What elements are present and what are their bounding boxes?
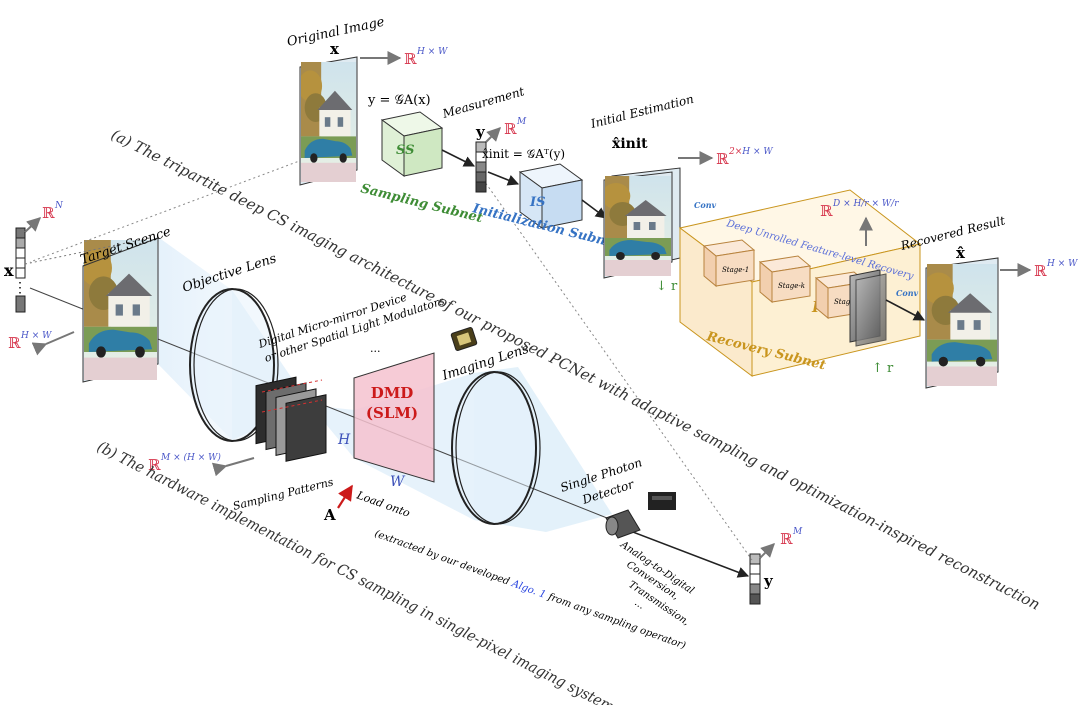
load-arrow xyxy=(337,484,353,509)
target-scene-image xyxy=(82,237,159,383)
xinit-symbol: x̂init xyxy=(612,136,648,152)
ss-label: SS xyxy=(396,143,415,158)
sampling-patterns-label: Sampling Patterns xyxy=(232,475,335,513)
net-x-real: ℝ xyxy=(404,50,417,68)
algo-link[interactable]: Algo. 1 xyxy=(509,578,547,601)
dmd-w-label: W xyxy=(390,474,406,490)
stage-K-label: Stage-K xyxy=(834,298,863,306)
dmd-h-label: H xyxy=(337,432,351,448)
hw-y-symbol: y xyxy=(763,572,774,590)
hw-rm-sup: M xyxy=(792,527,803,537)
extracted-prefix: (extracted by our developed xyxy=(373,528,511,587)
stage-boxes: Stage-1 Stage-k Stage-K xyxy=(702,239,868,320)
is-cube: IS xyxy=(518,163,584,229)
detector-output-axis xyxy=(611,523,750,578)
hardware-section: DMD (SLM) H W xyxy=(4,201,803,652)
net-xinit-sup: 2×H × W xyxy=(728,147,773,157)
net-xinit-sup-rest: H × W xyxy=(741,147,773,157)
hw-rn-sup: N xyxy=(54,201,64,211)
extracted-suffix: from any sampling operator) xyxy=(545,591,687,652)
initial-estimation-label: Initial Estimation xyxy=(588,92,695,131)
stage-k-label: Stage-k xyxy=(778,282,805,290)
objective-lens xyxy=(189,288,279,442)
net-y-sup: M xyxy=(516,117,527,127)
sampling-equation: y = 𝒢A(x) xyxy=(367,93,431,108)
dmd-label-line1: DMD xyxy=(371,384,414,402)
output-vector-y xyxy=(749,543,775,605)
net-y-symbol: y xyxy=(475,123,486,141)
conv-label-left: Conv xyxy=(694,200,717,210)
imaging-lens xyxy=(451,371,541,525)
photodetector-icon xyxy=(605,509,641,539)
stage-1-label: Stage-1 xyxy=(722,266,749,274)
xhat-symbol: x̂ xyxy=(956,244,966,262)
ss-cube: SS xyxy=(380,111,444,177)
original-image xyxy=(299,56,358,186)
dmd-chip-icon xyxy=(450,327,478,351)
feature-dim: D × H/r × W/r xyxy=(832,199,899,209)
hw-rhw-sup: H × W xyxy=(20,331,52,341)
dmd-label-line2: (SLM) xyxy=(366,404,418,422)
recovered-result-image xyxy=(925,257,999,389)
net-xhat-sup: H × W xyxy=(1046,259,1078,269)
conv-label-right: Conv xyxy=(896,288,919,298)
net-x-symbol: x xyxy=(330,40,340,58)
adc-box-icon xyxy=(648,492,676,510)
measurement-vector xyxy=(475,141,487,193)
network-section: Original Image x ℝ H × W SS y = 𝒢A(x) Sa… xyxy=(29,15,1078,561)
net-xinit-sup-prefix: 2× xyxy=(728,147,742,157)
down-r-label: ↓ r xyxy=(656,279,678,294)
hw-rn-real: ℝ xyxy=(42,204,55,222)
init-equation: x̂init = 𝒢Aᵀ(y) xyxy=(482,147,565,161)
feature-block xyxy=(849,269,887,347)
sampling-patterns xyxy=(255,376,327,462)
vector-dots: ⋮ xyxy=(13,280,27,296)
initial-estimation-image xyxy=(603,167,681,279)
measurement-label: Measurement xyxy=(440,84,526,121)
stage-box-1: Stage-1 xyxy=(702,239,756,288)
recovered-result-label: Recovered Result xyxy=(898,213,1006,253)
load-onto-label: Load onto xyxy=(354,488,412,520)
up-r-label: ↑ r xyxy=(872,361,894,376)
dmd-device-ellipsis: ... xyxy=(370,342,381,355)
feature-real: ℝ xyxy=(820,202,833,220)
hw-rhw-real: ℝ xyxy=(8,334,21,352)
stage-box-k: Stage-k xyxy=(758,255,812,304)
sampling-subnet-label: Sampling Subnet xyxy=(359,181,484,226)
hw-x-symbol: x xyxy=(4,261,14,280)
hw-rmhw-sup: M × (H × W) xyxy=(160,452,221,463)
net-x-sup: H × W xyxy=(416,47,448,57)
input-vector-x: ⋮ xyxy=(13,217,42,313)
hw-rmhw-real: ℝ xyxy=(148,456,161,474)
net-y-real: ℝ xyxy=(504,120,517,138)
net-xhat-real: ℝ xyxy=(1034,262,1047,280)
net-xinit-real: ℝ xyxy=(716,150,729,168)
hw-a-symbol: A xyxy=(323,506,336,524)
hw-rm-real: ℝ xyxy=(780,530,793,548)
dmd-panel: DMD (SLM) H W xyxy=(337,352,435,490)
is-label: IS xyxy=(529,195,545,210)
